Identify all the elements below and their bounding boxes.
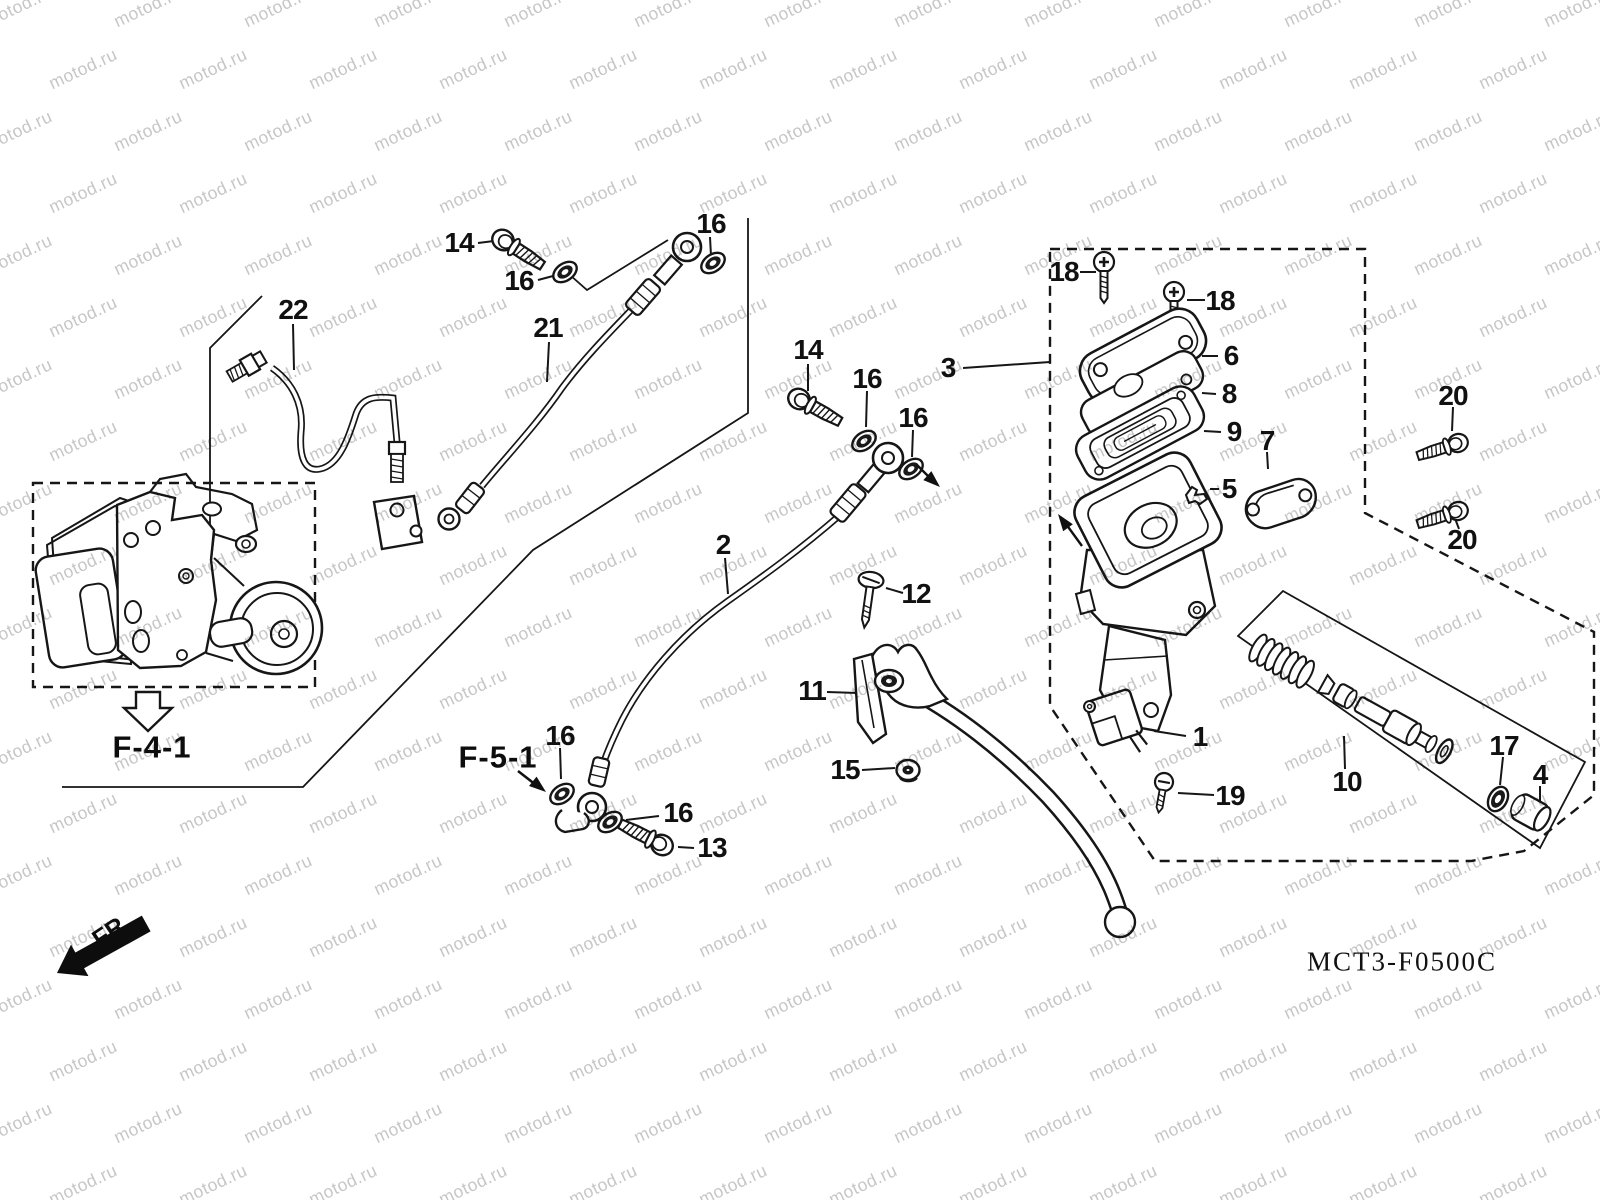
part-callout: 1 [1192,721,1209,752]
boot-4 [1510,793,1552,832]
part-callout: 16 [898,402,928,433]
part-callout: 3 [940,352,957,383]
part-callout: 16 [696,208,726,239]
part-callout: 19 [1215,780,1245,811]
f41-hollow-arrow [121,690,175,733]
switch-screw-19 [1153,771,1175,815]
reservoir-diaphragm-9 [1074,385,1206,481]
part-callout: 18 [1205,285,1235,316]
part-callout: 22 [278,294,308,325]
piston-kit-outline [1236,589,1587,850]
part-callout: 9 [1226,416,1243,447]
fr-direction-arrow [57,915,151,977]
part-callout: 5 [1221,473,1238,504]
part-callout: 15 [830,754,860,785]
piston-washer-17 [1486,785,1510,813]
divider-line [62,218,749,788]
part-callout: 6 [1223,340,1240,371]
brake-pipe-22 [225,350,424,551]
brake-hose-2 [554,441,905,834]
diagram-code: MCT3-F0500C [1306,946,1498,977]
brake-hose-21 [437,231,703,531]
section-ref-f41: F-4-1 [112,729,192,765]
part-callout: 12 [901,578,931,609]
part-callout: 7 [1259,425,1276,456]
part-callout: 16 [852,363,882,394]
part-callout: 13 [697,832,727,863]
part-callout: 10 [1332,766,1362,797]
part-callout: 11 [798,675,827,706]
part-callout: 8 [1221,378,1238,409]
callout-leader-lines [292,236,1541,849]
part-callout: 16 [545,720,575,751]
piston-kit-10 [1248,633,1454,765]
part-callout: 17 [1489,730,1519,761]
part-callout: 18 [1049,256,1079,287]
master-cylinder-dashed-box [1048,247,1596,863]
brake-lever-11 [852,643,1137,939]
abs-modulator-dashed-box [31,481,317,689]
washer-direction-arrow [915,463,945,492]
part-callout: 21 [533,312,563,343]
part-callout: 20 [1438,380,1468,411]
box-pointer-arrow [1053,510,1083,547]
part-callout: 20 [1447,524,1477,555]
part-callout: 16 [504,265,534,296]
part-callout: 16 [663,797,693,828]
part-callout: 14 [444,227,474,258]
f51-arrow [517,769,550,797]
abs-modulator-unit [34,472,324,676]
part-callout: 2 [715,529,732,560]
pivot-nut-15 [895,758,921,783]
joint-screw-12 [857,570,885,631]
banjo-bracket [554,809,590,834]
master-cylinder-body [1073,451,1223,733]
stop-switch-1 [1083,688,1148,753]
section-ref-f51: F-5-1 [458,739,538,775]
part-callout: 14 [793,334,823,365]
part-callout: 4 [1532,759,1549,790]
handlebar-clamp-7 [1244,477,1317,530]
snap-clip-5 [1184,485,1209,506]
